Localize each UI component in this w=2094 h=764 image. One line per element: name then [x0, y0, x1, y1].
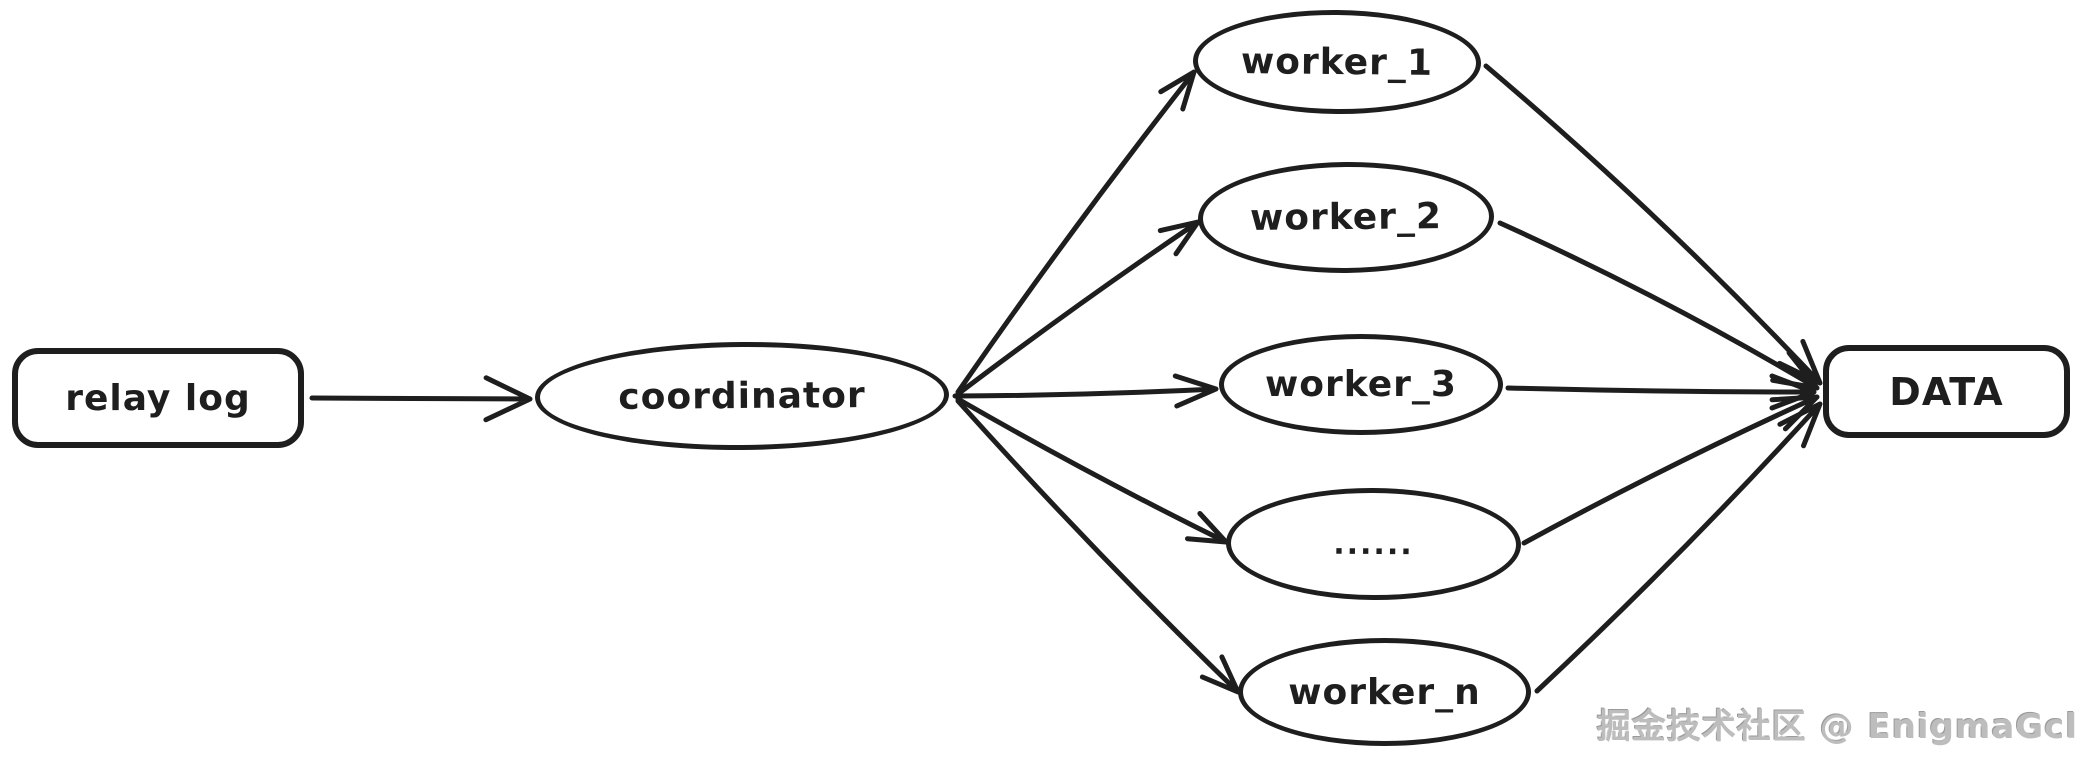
- edge-coordinator-to-worker_dots: [955, 396, 1229, 545]
- watermark: 掘金技术社区 @ EnigmaGcl: [1596, 707, 2078, 747]
- edge-coordinator-to-worker_2: [955, 219, 1201, 397]
- node-relay-log-label: relay log: [65, 377, 251, 419]
- node-worker-1-label: worker_1: [1240, 40, 1434, 84]
- edge-worker_2-to-data: [1497, 220, 1820, 391]
- node-data: DATA: [1823, 345, 2070, 438]
- node-worker-n: worker_n: [1238, 638, 1531, 746]
- edge-coordinator-to-worker_3: [952, 373, 1219, 409]
- node-coordinator-label: coordinator: [618, 374, 866, 418]
- edge-worker_dots-to-data: [1521, 394, 1820, 546]
- edge-relay_log-to-coordinator: [309, 375, 533, 423]
- edge-worker_1-to-data: [1483, 63, 1823, 386]
- edge-coordinator-to-worker_1: [955, 69, 1197, 395]
- node-worker-ellipsis-label: ......: [1333, 526, 1414, 562]
- node-worker-n-label: worker_n: [1288, 671, 1481, 713]
- node-worker-2-label: worker_2: [1249, 196, 1443, 239]
- edge-worker_n-to-data: [1534, 401, 1823, 694]
- node-worker-3-label: worker_3: [1265, 364, 1457, 405]
- node-data-label: DATA: [1889, 369, 2004, 414]
- node-worker-3: worker_3: [1219, 334, 1503, 435]
- node-relay-log: relay log: [12, 348, 304, 448]
- edge-coordinator-to-worker_n: [955, 398, 1241, 695]
- edge-worker_3-to-data: [1505, 373, 1817, 411]
